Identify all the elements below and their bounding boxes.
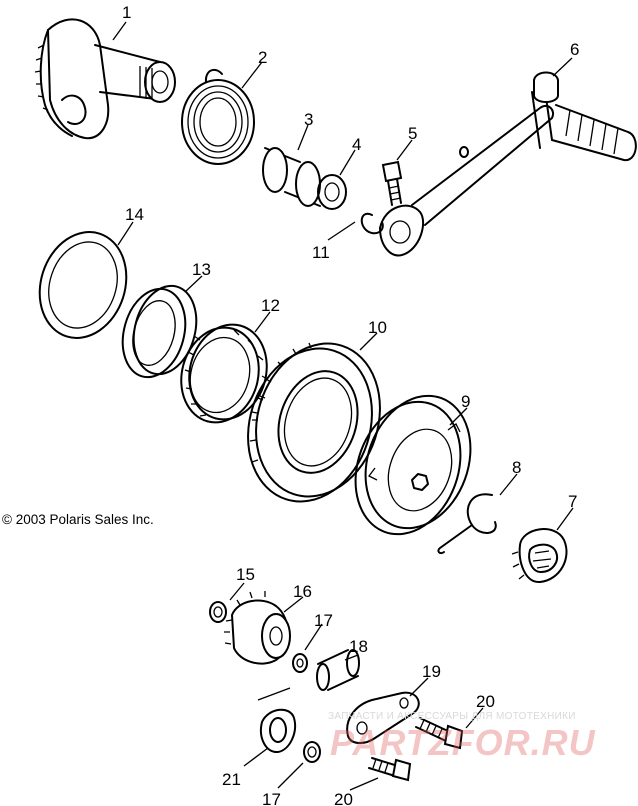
part-19-bracket-plate xyxy=(346,691,420,744)
callout-17-lower: 17 xyxy=(262,790,281,806)
watermark-caption: ЗАПЧАСТИ И АКСЕССУАРЫ ДЛЯ МОТОТЕХНИКИ xyxy=(328,711,576,722)
part-18-idle-shaft xyxy=(316,649,360,691)
part-21-guide-plate xyxy=(257,687,296,753)
part-20-bolt-lower xyxy=(368,757,412,782)
callout-13: 13 xyxy=(192,260,211,279)
part-13-bearing-race xyxy=(121,284,198,379)
callout-9: 9 xyxy=(461,392,470,411)
callout-5: 5 xyxy=(408,124,417,143)
part-5-bolt xyxy=(381,160,403,206)
part-20-bolt-upper xyxy=(415,717,464,750)
part-17-washer-lower xyxy=(303,741,321,763)
callout-7: 7 xyxy=(568,492,577,511)
callout-3: 3 xyxy=(304,110,313,129)
part-15-washer xyxy=(209,601,227,623)
part-4-washer xyxy=(317,174,347,210)
callout-2: 2 xyxy=(258,48,267,67)
part-11-circlip xyxy=(360,212,384,235)
part-2-kick-spring xyxy=(181,68,255,165)
callout-4: 4 xyxy=(352,135,361,154)
callout-12: 12 xyxy=(261,296,280,315)
part-16-idle-gear xyxy=(224,591,291,665)
part-17-washer-upper xyxy=(292,653,308,673)
part-7-ratchet-gear xyxy=(511,528,568,584)
part-14-thrust-ring xyxy=(38,231,128,339)
part-6-kick-lever xyxy=(379,71,637,257)
callout-16: 16 xyxy=(293,582,312,601)
callout-18: 18 xyxy=(349,637,368,656)
part-10-ring-gear xyxy=(247,342,381,503)
part-9-drive-hub xyxy=(354,394,472,536)
callout-11: 11 xyxy=(312,243,330,262)
callout-numbers: 1 2 3 4 5 6 11 14 13 12 10 9 8 7 15 16 1… xyxy=(122,3,579,806)
part-8-wire-clip xyxy=(437,493,497,555)
callout-10: 10 xyxy=(368,318,387,337)
copyright-notice: © 2003 Polaris Sales Inc. xyxy=(2,512,154,527)
callout-1: 1 xyxy=(122,3,131,22)
callout-20-lower: 20 xyxy=(334,790,353,806)
callout-19: 19 xyxy=(422,662,441,681)
callout-6: 6 xyxy=(570,40,579,59)
part-12-needle-bearing xyxy=(180,323,268,424)
part-1-kick-spindle-gear xyxy=(34,18,176,140)
callout-17-upper: 17 xyxy=(314,611,333,630)
callout-14: 14 xyxy=(125,205,144,224)
callout-15: 15 xyxy=(236,565,255,584)
part-3-bushing xyxy=(262,147,321,207)
callout-8: 8 xyxy=(512,458,521,477)
leader-lines xyxy=(112,21,574,791)
callout-20-upper: 20 xyxy=(476,692,495,711)
watermark-logo: PARTZFOR.RU xyxy=(330,722,596,763)
callout-21: 21 xyxy=(222,770,241,789)
